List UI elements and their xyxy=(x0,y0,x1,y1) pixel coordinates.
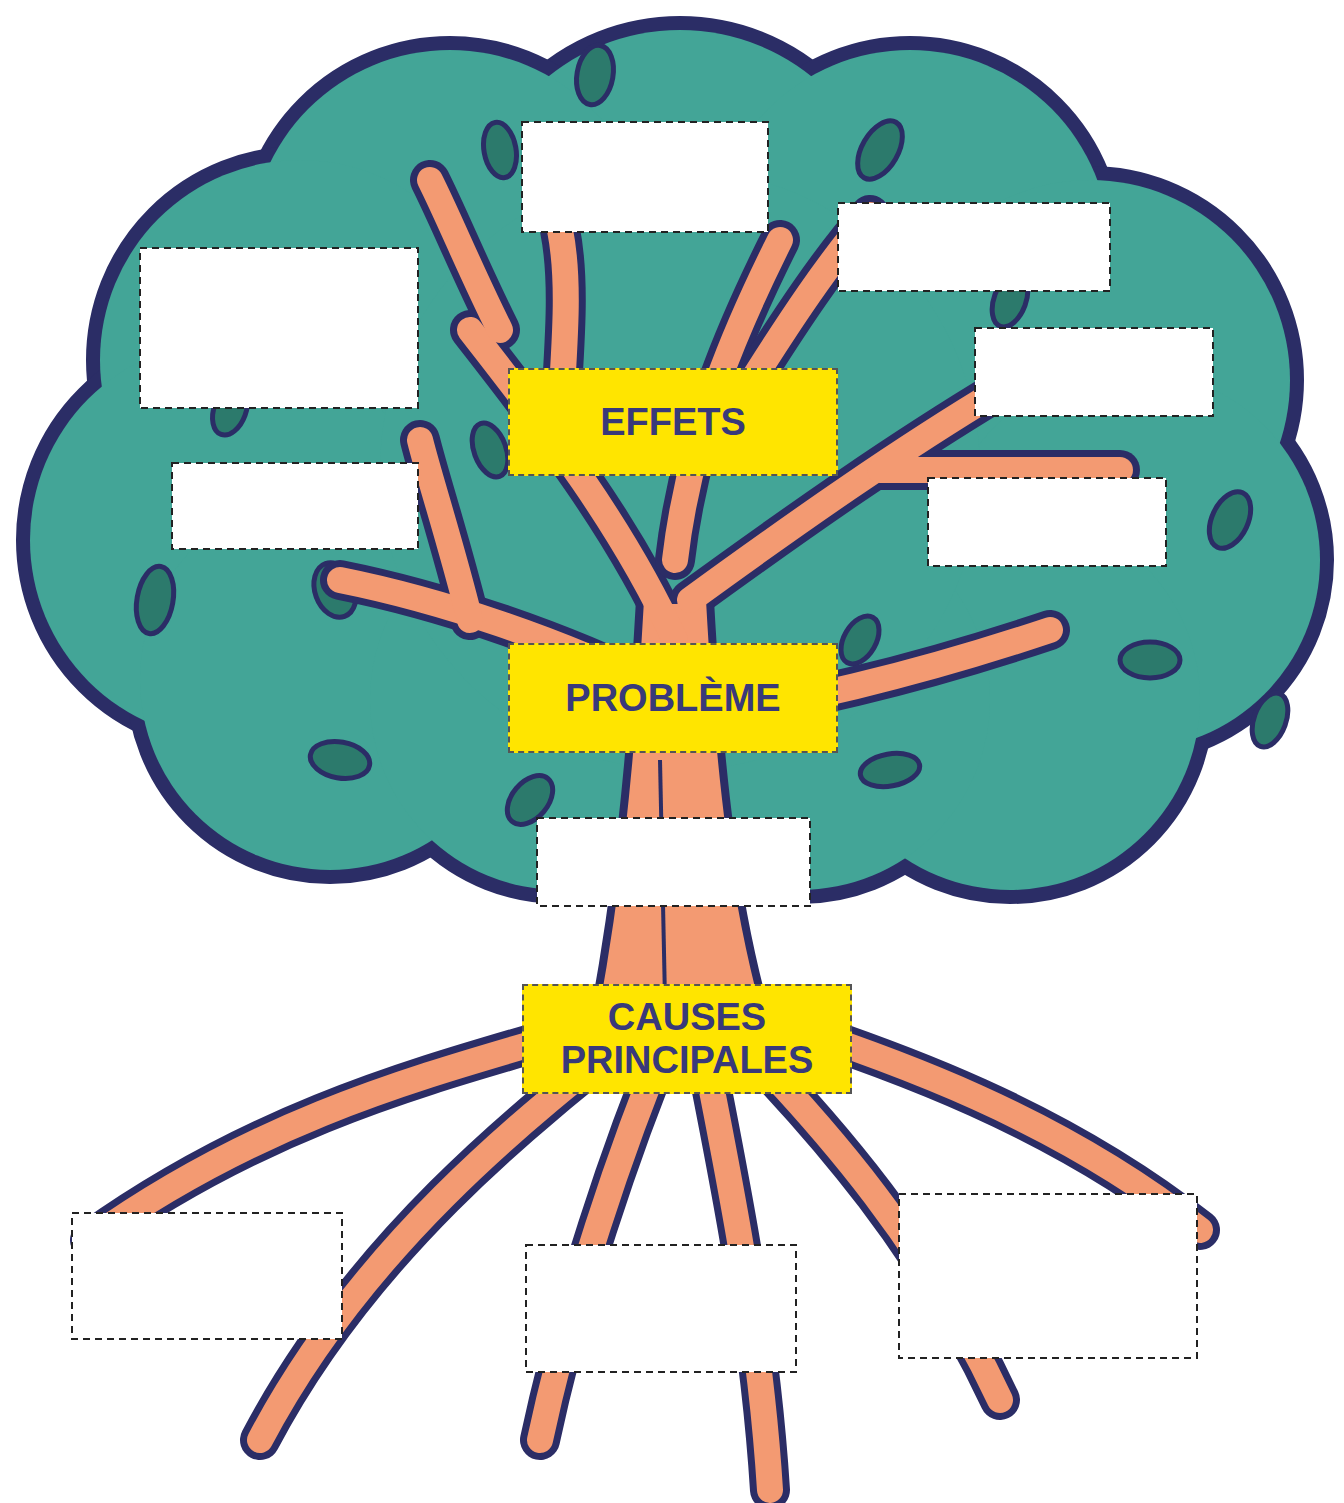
leaf xyxy=(307,737,372,783)
empty-box xyxy=(522,122,768,232)
leaf xyxy=(1201,485,1259,555)
label-box: CAUSES PRINCIPALES xyxy=(522,984,852,1094)
empty-box xyxy=(172,463,418,549)
branches xyxy=(340,180,1120,720)
leaves xyxy=(131,42,1294,833)
empty-box xyxy=(537,818,810,906)
leaf xyxy=(479,120,520,181)
empty-box xyxy=(140,248,418,408)
empty-box xyxy=(526,1245,796,1372)
leaf xyxy=(848,113,911,186)
leaf xyxy=(572,42,618,107)
empty-box xyxy=(72,1213,342,1339)
box-label: CAUSES PRINCIPALES xyxy=(534,996,840,1081)
label-box: EFFETS xyxy=(508,368,838,476)
box-label: PROBLÈME xyxy=(565,677,780,720)
empty-box xyxy=(838,203,1110,291)
empty-box xyxy=(975,328,1213,416)
empty-box xyxy=(899,1194,1197,1358)
leaf xyxy=(858,749,923,791)
branches-outline xyxy=(340,180,1120,720)
leaf xyxy=(1120,642,1180,678)
leaf xyxy=(131,563,178,636)
empty-boxes xyxy=(72,122,1213,1372)
box-label: EFFETS xyxy=(600,401,746,444)
leaf xyxy=(1245,688,1294,752)
empty-box xyxy=(928,478,1166,566)
label-box: PROBLÈME xyxy=(508,643,838,753)
